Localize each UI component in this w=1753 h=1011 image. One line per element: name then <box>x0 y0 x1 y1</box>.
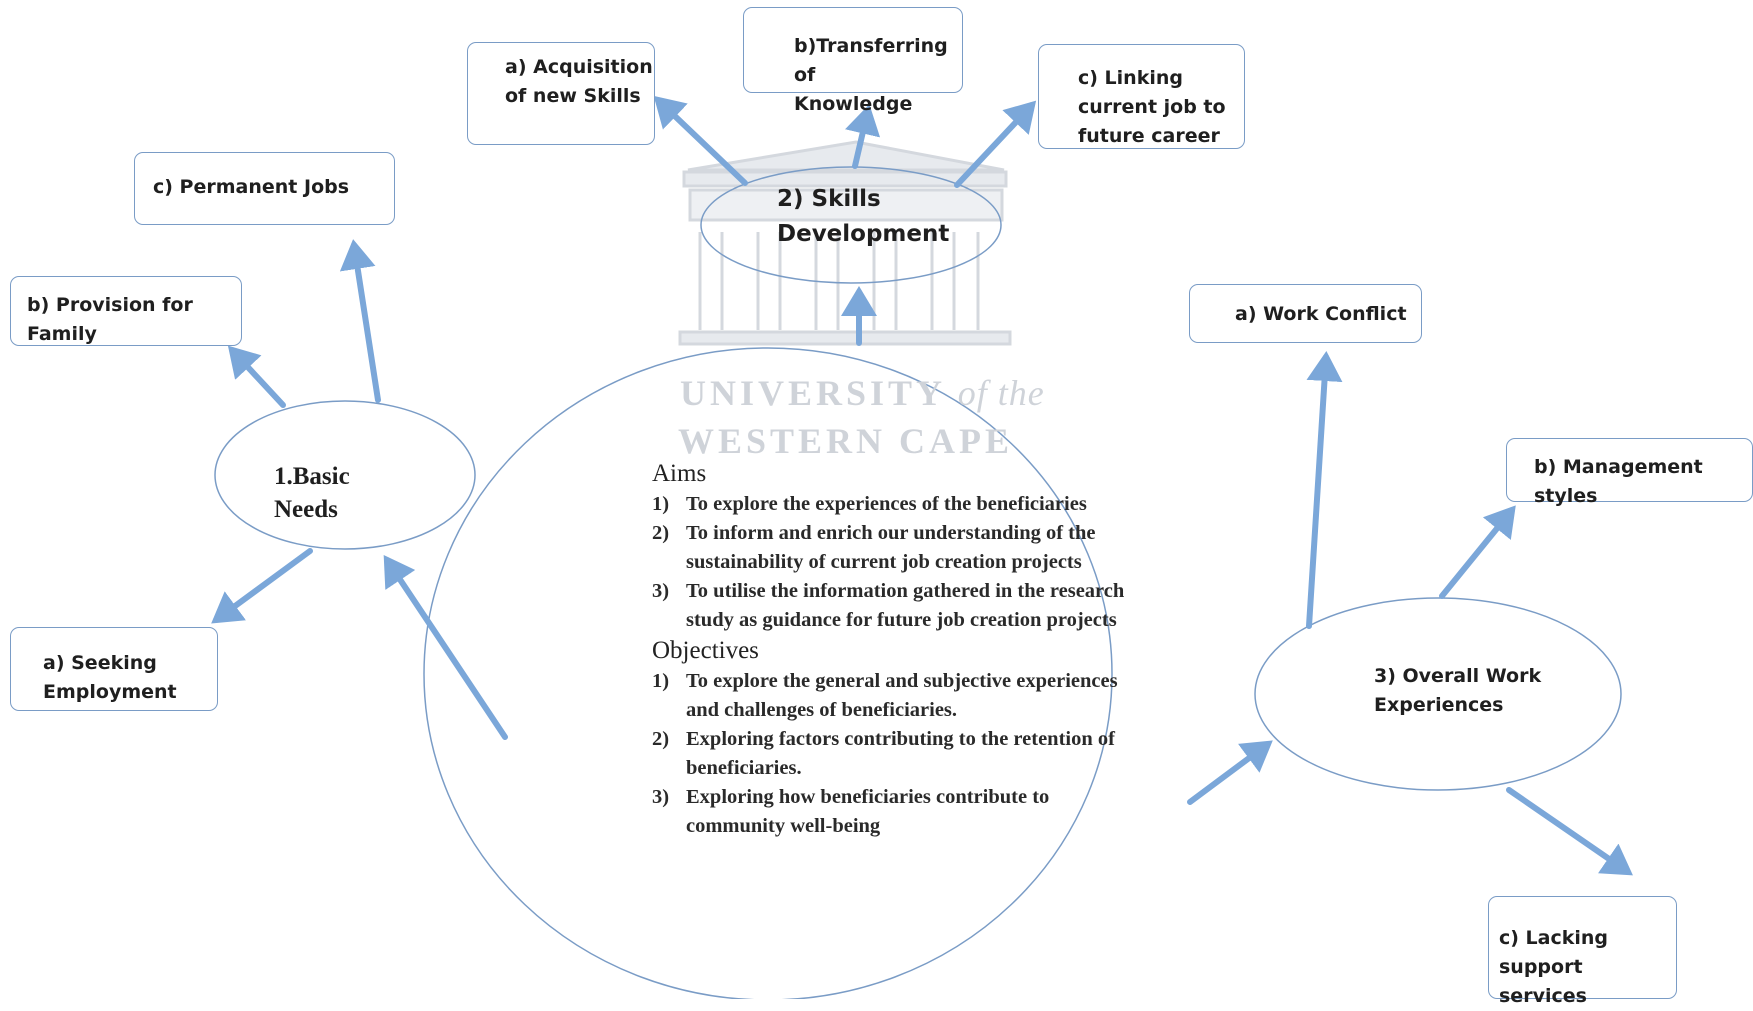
arrow-overall-to-management <box>1439 505 1516 599</box>
watermark-line2: WESTERN CAPE <box>678 420 1013 462</box>
skills-development-label: 2) Skills Development <box>777 186 950 247</box>
watermark-of-the-text: of the <box>957 373 1045 413</box>
central-circle <box>423 347 1113 999</box>
box-work-conflict: a) Work Conflict <box>1189 284 1422 343</box>
arrow-skills-to-linking <box>954 100 1037 188</box>
box-lacking-support: c) Lacking support services <box>1488 896 1677 1007</box>
arrow-center-to-overall <box>1187 740 1273 805</box>
basic-needs-label: 1.Basic Needs <box>274 463 350 523</box>
box-permanent-text: c) Permanent Jobs <box>153 176 350 198</box>
arrow-center-to-basic-needs <box>383 555 508 740</box>
aim-item: 2)To inform and enrich our understanding… <box>652 522 1096 573</box>
box-conflict-text: a) Work Conflict <box>1235 303 1407 325</box>
box-transferring-knowledge: b)Transferring of Knowledge <box>743 7 963 115</box>
watermark-line1: UNIVERSITY of the <box>680 372 1045 414</box>
aim-item: 1)To explore the experiences of the bene… <box>652 493 1087 515</box>
box-permanent-jobs: c) Permanent Jobs <box>134 152 395 225</box>
box-management-styles: b) Management styles <box>1506 438 1753 507</box>
objectives-heading: Objectives <box>652 637 759 664</box>
skills-development-ellipse <box>700 166 1002 284</box>
aims-objectives-block: Aims 1)To explore the experiences of the… <box>652 458 1134 841</box>
box-management-text: b) Management styles <box>1534 456 1703 507</box>
arrow-basic-to-provision <box>227 345 286 408</box>
box-seeking-text: a) Seeking Employment <box>43 652 177 703</box>
watermark-university-text: UNIVERSITY <box>680 373 945 413</box>
box-lacking-text: c) Lacking support services <box>1499 927 1609 1007</box>
objective-item: 1)To explore the general and subjective … <box>652 670 1118 721</box>
watermark-western-cape-text: WESTERN CAPE <box>678 421 1014 461</box>
box-provision-family: b) Provision for Family <box>10 276 242 346</box>
overall-work-ellipse <box>1254 597 1622 791</box>
objective-item: 3)Exploring how beneficiaries contribute… <box>652 786 1050 837</box>
arrow-skills-to-transferring <box>845 104 881 169</box>
arrow-skills-to-acquisition <box>653 95 748 186</box>
box-transferring-text: b)Transferring of Knowledge <box>794 35 948 115</box>
aims-list: 1)To explore the experiences of the bene… <box>652 490 1134 635</box>
arrow-basic-to-permanent <box>339 239 381 403</box>
overall-work-label: 3) Overall Work Experiences <box>1374 665 1542 716</box>
basic-needs-ellipse <box>214 400 476 550</box>
box-acquisition-new-skills: a) Acquisition of new Skills <box>467 42 655 145</box>
aims-heading: Aims <box>652 460 707 487</box>
box-acquisition-text: a) Acquisition of new Skills <box>505 56 653 107</box>
aim-item: 3)To utilise the information gathered in… <box>652 580 1125 631</box>
arrow-overall-to-lacking <box>1506 787 1633 876</box>
objective-item: 2)Exploring factors contributing to the … <box>652 728 1115 779</box>
box-provision-text: b) Provision for Family <box>27 294 193 345</box>
box-linking-career: c) Linking current job to future career <box>1038 44 1245 149</box>
objectives-list: 1)To explore the general and subjective … <box>652 667 1134 841</box>
box-linking-text: c) Linking current job to future career <box>1078 67 1226 147</box>
arrow-overall-to-conflict <box>1306 351 1343 629</box>
arrow-basic-to-seeking <box>211 548 313 624</box>
box-seeking-employment: a) Seeking Employment <box>10 627 218 711</box>
